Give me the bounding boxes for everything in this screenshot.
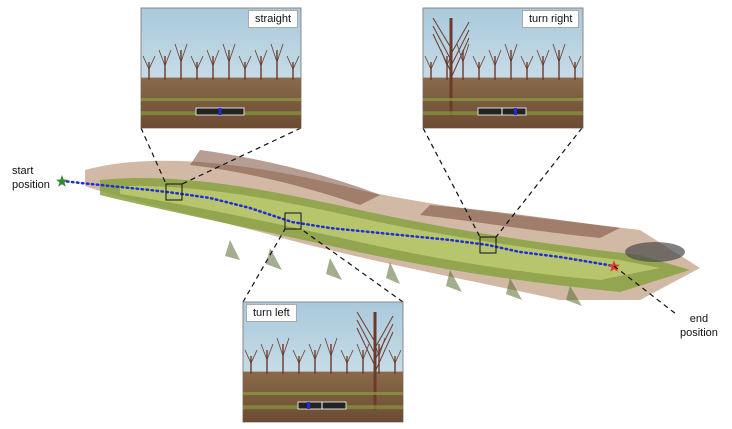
end-marker	[608, 260, 620, 272]
inset-straight-trees	[142, 43, 300, 80]
robot-path	[60, 179, 616, 268]
inset-turn-right-trees	[424, 17, 582, 116]
start-marker	[56, 175, 68, 187]
inset-turn-right-steering-indicator	[513, 108, 517, 115]
point-cloud	[85, 150, 700, 306]
selection-box-turn-right	[479, 236, 497, 254]
inset-turn-left-steering-indicator	[307, 402, 311, 409]
end-label: end position	[680, 313, 718, 339]
connector-lines	[140, 127, 677, 315]
inset-turn-right	[422, 7, 584, 129]
inset-straight-steering-indicator	[218, 108, 222, 115]
inset-turn-left-trees	[244, 311, 402, 410]
inset-label-turn-right: turn right	[522, 10, 580, 28]
selection-box-straight	[165, 183, 183, 201]
inset-label-turn-left: turn left	[246, 304, 297, 322]
start-label: start position	[12, 165, 50, 191]
selection-box-turn-left	[284, 212, 302, 230]
inset-straight	[140, 7, 302, 129]
inset-label-straight: straight	[248, 10, 299, 28]
inset-turn-left	[242, 301, 404, 423]
